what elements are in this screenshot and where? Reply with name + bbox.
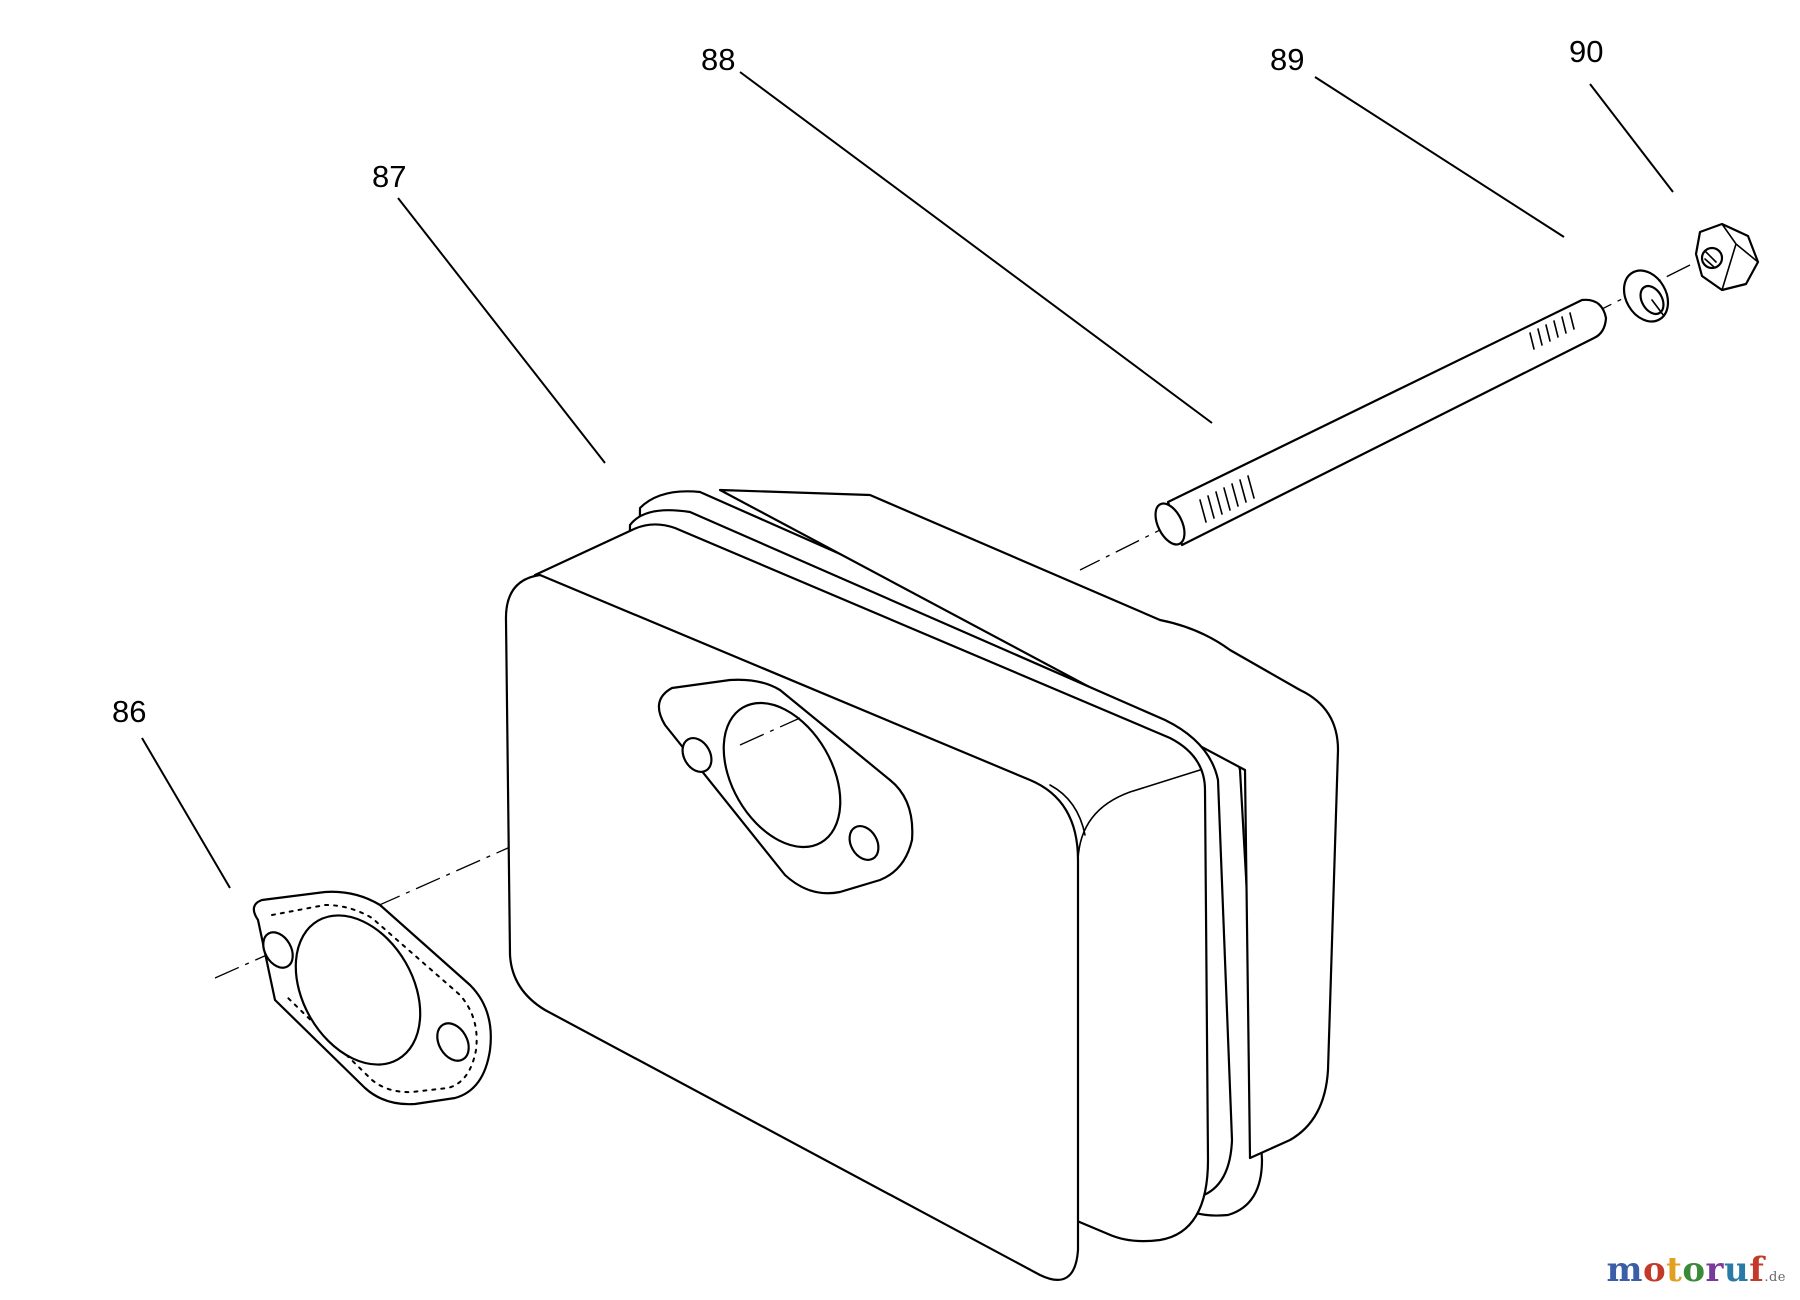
watermark-letter: o — [1642, 1250, 1667, 1290]
nut-thread — [1704, 251, 1717, 268]
watermark-letter: f — [1749, 1250, 1765, 1290]
muffler-rear-body — [718, 488, 1340, 1160]
leader-87 — [397, 197, 606, 464]
bolt — [1154, 298, 1608, 547]
nut-body — [1694, 222, 1760, 292]
bolt-end — [1154, 502, 1186, 546]
watermark-letter: o — [1682, 1250, 1706, 1290]
muffler-corner-line — [1049, 784, 1086, 836]
leader-86 — [141, 737, 231, 889]
watermark-text: motoruf — [1606, 1250, 1764, 1290]
watermark-tld: .de — [1764, 1270, 1786, 1285]
muffler-outlet-bolt-hole-lower — [848, 825, 880, 861]
watermark-letter: u — [1723, 1250, 1750, 1290]
muffler — [504, 488, 1340, 1281]
lock-washer — [1622, 269, 1670, 323]
hex-nut — [1694, 222, 1760, 292]
callout-86: 86 — [112, 694, 146, 729]
muffler-face-axis — [739, 717, 801, 746]
gasket — [252, 890, 492, 1106]
watermark-logo: motoruf.de — [1606, 1250, 1786, 1290]
gasket-bolt-hole-upper — [262, 931, 294, 969]
leader-88 — [739, 71, 1213, 424]
watermark-letter: t — [1666, 1250, 1683, 1290]
muffler-edge-line — [1077, 769, 1201, 861]
bolt-shaft — [1166, 298, 1608, 547]
callout-90: 90 — [1569, 34, 1603, 69]
gasket-port — [294, 914, 422, 1066]
callout-89: 89 — [1270, 42, 1304, 77]
watermark-letter: m — [1606, 1250, 1643, 1290]
leader-89 — [1314, 76, 1565, 238]
muffler-front-face — [504, 573, 1080, 1281]
muffler-outlet-bolt-hole-upper — [681, 737, 713, 773]
watermark-letter: r — [1705, 1250, 1724, 1290]
callout-87: 87 — [372, 159, 406, 194]
nut-chamfer — [1721, 223, 1759, 291]
leader-90 — [1589, 83, 1674, 193]
bolt-thread-lower — [1199, 475, 1255, 523]
gasket-texture — [271, 903, 478, 1094]
bolt-thread-upper — [1529, 312, 1575, 350]
callout-88: 88 — [701, 42, 735, 77]
gasket-bolt-hole-lower — [436, 1022, 470, 1062]
washer-split — [1651, 299, 1665, 317]
